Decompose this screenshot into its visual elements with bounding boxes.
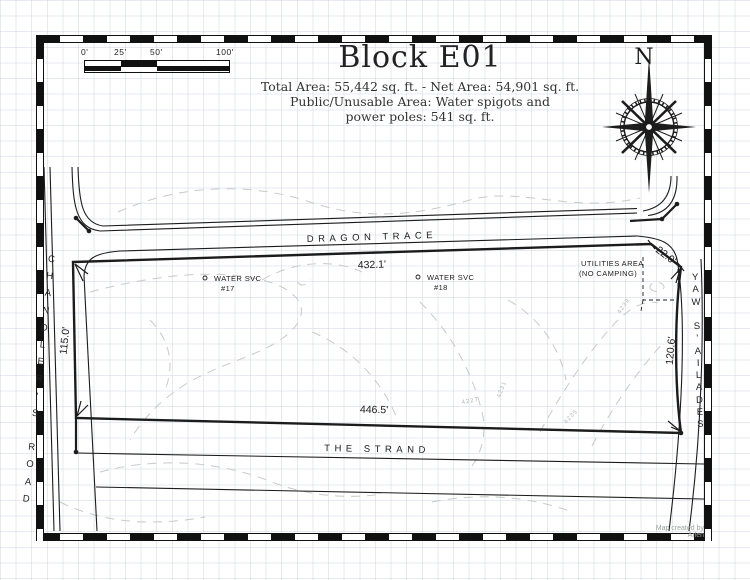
utilities-label-2: (NO CAMPING) xyxy=(579,269,637,278)
border-top xyxy=(36,35,712,43)
compass-north-label: N xyxy=(634,45,653,70)
compass-diagonals xyxy=(621,100,677,154)
scale-label-25: 25' xyxy=(114,47,127,57)
survey-segment xyxy=(75,217,90,232)
dimension-east: 120.6' xyxy=(664,336,678,365)
utilities-area-outline xyxy=(640,257,679,312)
contour-lines xyxy=(59,188,665,523)
utilities-label-1: UTILITIES AREA xyxy=(581,259,644,268)
title-block: Block E01 Total Area: 55,442 sq. ft. - N… xyxy=(235,40,605,124)
contour-line xyxy=(89,273,302,441)
sedalias-way-north-stub-inner xyxy=(647,175,678,217)
survey-dot xyxy=(659,216,665,222)
utilities-area-note: UTILITIES AREA (NO CAMPING) xyxy=(579,259,644,278)
scale-seg xyxy=(157,61,229,66)
the-strand-south-edge xyxy=(95,486,705,500)
contour-line xyxy=(99,462,383,497)
contour-label: 4239 xyxy=(617,297,632,315)
contour-line xyxy=(419,301,485,467)
scale-label-50: 50' xyxy=(150,47,163,57)
water-service-18: WATER SVC #18 xyxy=(415,273,475,292)
border-left xyxy=(36,35,44,541)
contour-line xyxy=(59,501,206,523)
water-svc-18-icon xyxy=(415,274,421,280)
dragon-trace-south-edge xyxy=(83,235,638,532)
contour-line xyxy=(149,319,171,391)
survey-dot xyxy=(674,201,680,207)
chandlers-road-west-edge-inner xyxy=(49,166,61,532)
the-strand-north-edge xyxy=(75,452,705,465)
corner-arrow-se xyxy=(667,420,681,432)
water-service-17: WATER SVC #17 xyxy=(202,274,262,293)
contour-line xyxy=(649,282,665,292)
compass-hub xyxy=(644,122,654,132)
street-label-dragon-trace: DRAGON TRACE xyxy=(307,230,438,245)
corner-arrows xyxy=(74,239,685,432)
scale-label-0: 0' xyxy=(81,47,89,57)
survey-marks xyxy=(73,201,684,455)
street-label-the-strand: THE STRAND xyxy=(324,443,430,456)
dimension-west: 115.0' xyxy=(58,326,73,355)
corner-arrow-sw xyxy=(76,400,89,417)
scale-bar-row-top xyxy=(85,61,229,66)
sedalias-way-north-stub xyxy=(642,175,672,212)
survey-dot xyxy=(73,215,79,221)
dragon-trace-north-edge-inner xyxy=(77,166,638,227)
compass-spikes xyxy=(615,93,683,161)
dimension-north: 432.1' xyxy=(358,259,387,272)
scale-seg xyxy=(121,66,157,71)
dragon-trace-north-edge xyxy=(71,166,638,232)
survey-dot xyxy=(73,449,79,455)
contour-line xyxy=(431,496,573,513)
page-title: Block E01 xyxy=(338,40,502,75)
scale-seg xyxy=(85,66,121,71)
road-edges xyxy=(43,166,705,532)
stat-public-area-1: Public/Unusable Area: Water spigots and xyxy=(289,94,551,109)
scale-bar-band xyxy=(84,60,230,73)
water-svc-17-icon xyxy=(202,275,208,281)
area-statistics: Total Area: 55,442 sq. ft. - Net Area: 5… xyxy=(235,79,605,124)
contour-label: 4235 xyxy=(563,409,579,426)
water-svc-18-label: WATER SVC xyxy=(427,273,475,282)
contour-line xyxy=(591,341,665,447)
stat-public-area-2: power poles: 541 sq. ft. xyxy=(345,109,495,124)
contour-line xyxy=(261,263,363,281)
water-svc-17-label: WATER SVC xyxy=(214,274,262,283)
sedalias-way-east-edge xyxy=(688,258,703,532)
compass-ring-ticks xyxy=(620,98,678,156)
stat-total-net-area: Total Area: 55,442 sq. ft. - Net Area: 5… xyxy=(260,79,580,94)
dimension-south: 446.5' xyxy=(360,404,388,416)
compass-rose-icon: N xyxy=(602,45,696,193)
border-right xyxy=(704,35,712,541)
contour-line xyxy=(539,301,659,433)
scale-seg xyxy=(85,61,121,66)
contour-elevation-labels: 4231 4235 4227 4239 xyxy=(461,297,631,425)
contour-line xyxy=(507,299,567,381)
scale-bar: 0' 25' 50' 100' xyxy=(81,47,233,73)
contour-label: 4227 xyxy=(461,397,479,406)
scale-bar-row-bottom xyxy=(85,65,229,71)
border-bottom xyxy=(36,533,712,541)
scale-seg xyxy=(157,66,229,71)
contour-line xyxy=(117,188,641,215)
water-svc-17-number: #17 xyxy=(221,284,235,293)
survey-segment xyxy=(629,203,678,223)
scale-label-100: 100' xyxy=(216,47,234,57)
corner-arrow-nw xyxy=(74,263,89,282)
map-credit: Map created by Arlen xyxy=(655,525,704,539)
chandlers-road-west-edge xyxy=(43,166,55,532)
water-svc-18-number: #18 xyxy=(434,283,448,292)
contour-label: 4231 xyxy=(496,380,508,398)
scale-seg xyxy=(121,61,157,66)
survey-dot xyxy=(86,228,92,234)
dimension-chamfer: 22.0' xyxy=(653,244,678,267)
contour-line xyxy=(297,278,311,286)
survey-dot xyxy=(678,430,684,436)
chamfer-ticks xyxy=(647,239,685,272)
compass-ring xyxy=(623,101,675,153)
sedalias-way-west-edge xyxy=(636,235,683,532)
